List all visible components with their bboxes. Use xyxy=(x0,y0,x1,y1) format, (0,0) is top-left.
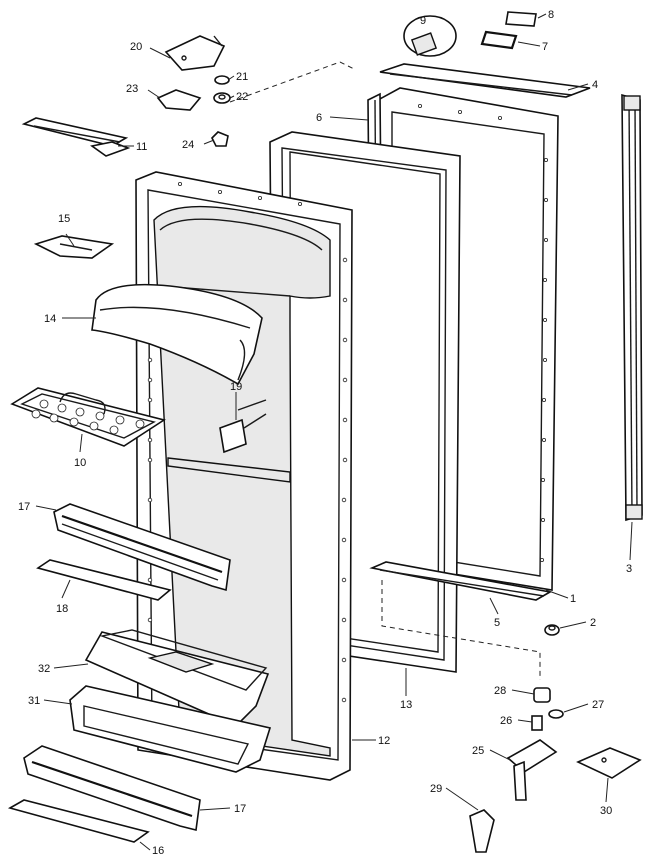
part-17-door-shelf-upper xyxy=(53,503,231,592)
part-3-door-channel xyxy=(621,93,643,522)
label-part-22: 22 xyxy=(236,91,248,103)
label-part-25: 25 xyxy=(472,745,484,757)
part-18-trim-strip xyxy=(36,559,172,601)
label-part-10: 10 xyxy=(74,457,86,469)
label-part-31: 31 xyxy=(28,695,40,707)
part-5-bottom-channel xyxy=(369,561,553,601)
label-part-1: 1 xyxy=(570,593,576,605)
label-part-9: 9 xyxy=(420,15,426,27)
part-9-cam xyxy=(403,15,457,57)
part-17-door-shelf-lower xyxy=(23,745,201,831)
label-part-3: 3 xyxy=(626,563,632,575)
label-part-30: 30 xyxy=(600,805,612,817)
label-part-2: 2 xyxy=(590,617,596,629)
part-30-hinge-bracket xyxy=(576,747,642,779)
label-part-26: 26 xyxy=(500,715,512,727)
label-part-13: 13 xyxy=(400,699,412,711)
label-part-32: 32 xyxy=(38,663,50,675)
part-27-washer xyxy=(548,709,564,719)
label-part-27: 27 xyxy=(592,699,604,711)
label-part-7: 7 xyxy=(542,41,548,53)
part-labels: 8 9 7 4 6 20 21 23 22 24 11 15 14 19 10 … xyxy=(18,9,632,857)
part-8-label xyxy=(505,11,537,27)
label-part-6: 6 xyxy=(316,112,322,124)
label-part-23: 23 xyxy=(126,83,138,95)
label-part-24: 24 xyxy=(182,139,194,151)
part-31-dairy-box xyxy=(69,685,272,773)
part-22-bushing xyxy=(213,92,231,104)
part-2-plug xyxy=(544,624,560,636)
label-part-28: 28 xyxy=(494,685,506,697)
part-4-top-channel xyxy=(379,63,591,98)
label-part-21: 21 xyxy=(236,71,248,83)
part-29-bracket xyxy=(469,809,495,853)
label-part-8: 8 xyxy=(548,9,554,21)
label-part-4: 4 xyxy=(592,79,598,91)
part-16-trim-strip xyxy=(7,799,150,843)
label-part-20: 20 xyxy=(130,41,142,53)
part-28-cap xyxy=(533,687,551,703)
label-part-29: 29 xyxy=(430,783,442,795)
label-part-15: 15 xyxy=(58,213,70,225)
label-part-17-upper: 17 xyxy=(18,501,30,513)
part-24-nut xyxy=(211,131,229,147)
part-25-bottom-hinge xyxy=(506,739,558,801)
leader-lines xyxy=(35,13,633,851)
part-10-egg-tray xyxy=(10,387,166,447)
label-part-16: 16 xyxy=(152,845,164,857)
assembly-dashed-lines xyxy=(229,61,541,680)
label-part-19: 19 xyxy=(230,381,242,393)
label-part-17-lower: 17 xyxy=(234,803,246,815)
part-19-clip xyxy=(219,399,267,454)
part-11-hinge xyxy=(21,117,131,157)
label-part-14: 14 xyxy=(44,313,56,325)
label-part-5: 5 xyxy=(494,617,500,629)
part-14-dairy-door xyxy=(91,283,263,386)
part-15-bracket xyxy=(33,235,115,259)
label-part-11: 11 xyxy=(136,141,147,153)
part-26-pin xyxy=(531,715,543,731)
part-20-top-hinge xyxy=(164,35,226,71)
part-21-washer xyxy=(214,75,230,85)
label-part-12: 12 xyxy=(378,735,390,747)
part-23-hinge-plate xyxy=(156,89,202,111)
part-7-label-frame xyxy=(480,30,518,50)
label-part-18: 18 xyxy=(56,603,68,615)
